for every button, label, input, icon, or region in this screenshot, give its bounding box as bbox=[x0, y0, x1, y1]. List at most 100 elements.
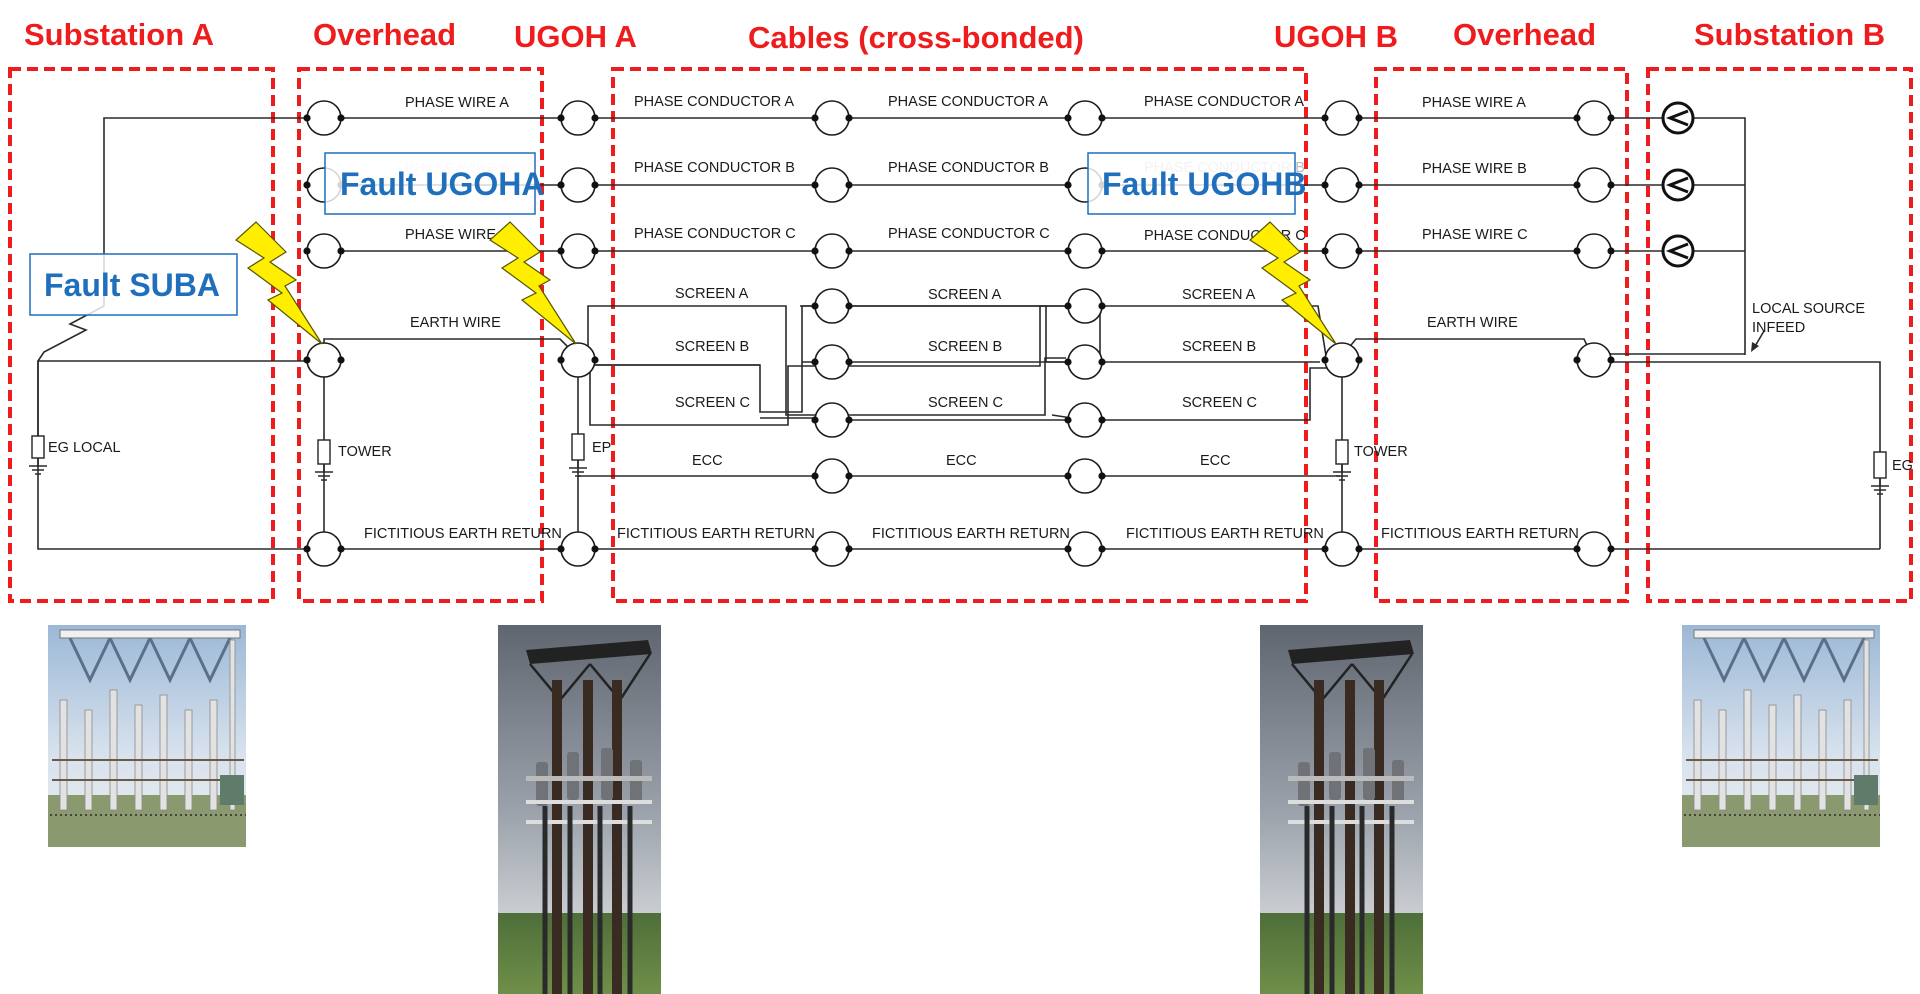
junction-terminal-dot bbox=[1064, 247, 1072, 255]
label-phase-wire-c-right: PHASE WIRE C bbox=[1422, 227, 1528, 243]
junction-node bbox=[814, 531, 850, 567]
junction-node bbox=[1067, 233, 1103, 269]
label-cond-c-1: PHASE CONDUCTOR C bbox=[634, 226, 796, 242]
junction-terminal-dot bbox=[1064, 181, 1072, 189]
title-cables: Cables (cross-bonded) bbox=[748, 20, 1084, 55]
junction-node bbox=[306, 342, 342, 378]
eg-b-ground-icon bbox=[1871, 478, 1889, 495]
label-local-source-line1: LOCAL SOURCE bbox=[1752, 301, 1865, 317]
label-screen-b-3: SCREEN B bbox=[1182, 339, 1256, 355]
junction-terminal-dot bbox=[557, 545, 565, 553]
label-fer-cable-3: FICTITIOUS EARTH RETURN bbox=[1126, 526, 1324, 542]
junction-node bbox=[560, 531, 596, 567]
junction-node bbox=[814, 344, 850, 380]
junction-node bbox=[814, 458, 850, 494]
earth-wire-a bbox=[323, 338, 579, 360]
junction-node bbox=[1576, 167, 1612, 203]
fault-ugohb-label: Fault UGOHB bbox=[1102, 166, 1306, 202]
label-screen-a-1: SCREEN A bbox=[675, 286, 749, 302]
arrowhead bbox=[1751, 342, 1759, 352]
junction-terminal-dot bbox=[1607, 247, 1615, 255]
ugoh-a-photo bbox=[498, 625, 661, 994]
junction-terminal-dot bbox=[845, 358, 853, 366]
junction-terminal-dot bbox=[591, 356, 599, 364]
junction-terminal-dot bbox=[811, 247, 819, 255]
lightning-bolt-icon-ugohb bbox=[1249, 221, 1337, 345]
section-titles: Substation A Overhead UGOH A Cables (cro… bbox=[24, 17, 1885, 55]
label-eg-b: EG bbox=[1892, 458, 1913, 474]
junction-terminal-dot bbox=[1355, 181, 1363, 189]
junction-terminal-dot bbox=[1098, 545, 1106, 553]
label-cond-b-2: PHASE CONDUCTOR B bbox=[888, 160, 1049, 176]
eg-b-impedance bbox=[1873, 451, 1887, 479]
overhead-b-frame bbox=[1374, 67, 1629, 603]
junction-node bbox=[814, 233, 850, 269]
label-phase-wire-b-right: PHASE WIRE B bbox=[1422, 161, 1527, 177]
junction-terminal-dot bbox=[1355, 356, 1363, 364]
junction-terminal-dot bbox=[1321, 545, 1329, 553]
label-earth-wire-right: EARTH WIRE bbox=[1427, 315, 1518, 331]
label-screen-a-2: SCREEN A bbox=[928, 287, 1002, 303]
junction-terminal-dot bbox=[1607, 545, 1615, 553]
junction-terminal-dot bbox=[337, 356, 345, 364]
cables-frame bbox=[611, 67, 1308, 603]
lightning-bolt-icon-suba bbox=[235, 221, 323, 345]
junction-terminal-dot bbox=[303, 545, 311, 553]
label-ecc-1: ECC bbox=[692, 453, 723, 469]
junction-node bbox=[560, 233, 596, 269]
junction-node bbox=[306, 100, 342, 136]
junction-terminal-dot bbox=[811, 302, 819, 310]
junction-terminal-dot bbox=[1607, 356, 1615, 364]
title-overhead-b: Overhead bbox=[1453, 17, 1596, 52]
junction-terminal-dot bbox=[1064, 302, 1072, 310]
label-screen-c-2: SCREEN C bbox=[928, 395, 1003, 411]
junction-terminal-dot bbox=[557, 181, 565, 189]
junction-node bbox=[1067, 402, 1103, 438]
junction-terminal-dot bbox=[1098, 358, 1106, 366]
title-ugoh-b: UGOH B bbox=[1274, 19, 1398, 54]
junction-node bbox=[560, 100, 596, 136]
screen-a-path bbox=[587, 305, 1066, 416]
label-screen-a-3: SCREEN A bbox=[1182, 287, 1256, 303]
label-screen-b-1: SCREEN B bbox=[675, 339, 749, 355]
junction-terminal-dot bbox=[1321, 181, 1329, 189]
junction-terminal-dot bbox=[811, 181, 819, 189]
junction-terminal-dot bbox=[1064, 472, 1072, 480]
junction-terminal-dot bbox=[337, 545, 345, 553]
junction-node bbox=[306, 531, 342, 567]
junction-terminal-dot bbox=[1573, 114, 1581, 122]
label-tower-a: TOWER bbox=[338, 444, 392, 460]
screen-b-path bbox=[588, 305, 1066, 413]
label-screen-c-1: SCREEN C bbox=[675, 395, 750, 411]
label-screen-c-3: SCREEN C bbox=[1182, 395, 1257, 411]
junction-terminal-dot bbox=[591, 114, 599, 122]
label-ecc-2: ECC bbox=[946, 453, 977, 469]
junction-terminal-dot bbox=[1355, 114, 1363, 122]
title-ugoh-a: UGOH A bbox=[514, 19, 637, 54]
junction-terminal-dot bbox=[1607, 181, 1615, 189]
section-frames bbox=[8, 67, 1913, 603]
junction-terminal-dot bbox=[845, 181, 853, 189]
junction-terminal-dot bbox=[1607, 114, 1615, 122]
ep-ground-icon bbox=[569, 460, 587, 477]
junction-node bbox=[1576, 342, 1612, 378]
earth-wire-b bbox=[1341, 338, 1595, 361]
junction-node bbox=[1067, 100, 1103, 136]
label-fer-cable-2: FICTITIOUS EARTH RETURN bbox=[872, 526, 1070, 542]
junction-terminal-dot bbox=[1355, 247, 1363, 255]
grounds bbox=[29, 433, 1889, 495]
label-fer-overhead-b: FICTITIOUS EARTH RETURN bbox=[1381, 526, 1579, 542]
eg-local-impedance bbox=[31, 435, 45, 459]
junction-terminal-dot bbox=[1321, 114, 1329, 122]
junction-terminal-dot bbox=[811, 472, 819, 480]
source-symbol-c bbox=[1661, 234, 1695, 268]
tower-a-ground-icon bbox=[315, 464, 333, 481]
junction-node bbox=[1576, 100, 1612, 136]
substation-b-earth bbox=[1610, 361, 1881, 549]
junction-terminal-dot bbox=[1321, 247, 1329, 255]
label-phase-wire-a-right: PHASE WIRE A bbox=[1422, 95, 1526, 111]
substation-b-source-bus bbox=[1680, 117, 1746, 355]
source-symbol-b bbox=[1661, 168, 1695, 202]
label-cond-a-1: PHASE CONDUCTOR A bbox=[634, 94, 794, 110]
